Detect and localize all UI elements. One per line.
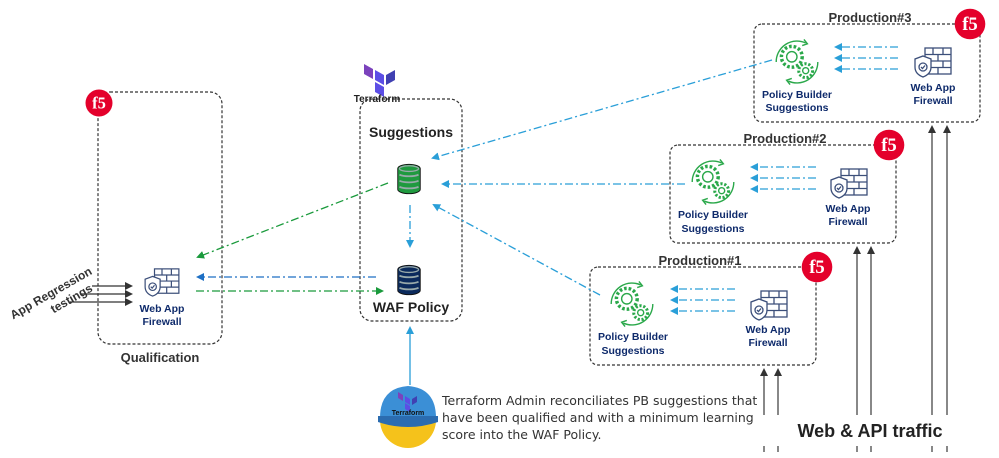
terraform-logo-icon bbox=[364, 64, 395, 97]
waf-icon-production-1 bbox=[750, 290, 788, 321]
traffic-label: Web & API traffic bbox=[775, 421, 965, 442]
qualification-box bbox=[97, 91, 223, 345]
flow-suggestions-to-qualification bbox=[196, 182, 389, 259]
production-3-pb-label-1: Policy Builder bbox=[761, 89, 833, 101]
qualification-waf-label-1: Web App bbox=[139, 303, 185, 315]
production-3-waf-label-1: Web App bbox=[910, 82, 956, 94]
terraform-box bbox=[359, 98, 463, 322]
flows-production-3 bbox=[834, 43, 898, 73]
gears-icon-production-3 bbox=[774, 37, 820, 87]
production-3-title: Production#3 bbox=[828, 10, 912, 25]
production-3-box bbox=[753, 23, 981, 123]
flows-production-2 bbox=[750, 163, 816, 193]
flow-production-1-to-suggestions bbox=[432, 204, 601, 296]
production-1-waf-label-2: Firewall bbox=[748, 337, 788, 349]
production-2-box bbox=[669, 144, 897, 244]
production-1-title: Production#1 bbox=[658, 253, 742, 268]
waf-icon-qualification bbox=[144, 268, 180, 297]
suggestions-db-icon bbox=[396, 163, 422, 195]
traffic-arrows bbox=[760, 125, 951, 452]
admin-note: Terraform Admin reconciliates PB suggest… bbox=[442, 392, 757, 443]
production-2-pb-label-2: Suggestions bbox=[681, 223, 745, 235]
admin-note-line-3: score into the WAF Policy. bbox=[442, 427, 602, 442]
waf-icon-production-3 bbox=[914, 47, 952, 78]
production-2-title: Production#2 bbox=[743, 131, 827, 146]
f5-logo-production-3 bbox=[954, 8, 986, 40]
regression-arrows bbox=[70, 282, 133, 306]
flow-production-3-to-suggestions bbox=[431, 59, 773, 161]
terraform-admin-avatar bbox=[378, 386, 438, 448]
production-2-waf-label-1: Web App bbox=[825, 203, 871, 215]
gears-icon-production-2 bbox=[690, 157, 736, 207]
production-3-waf-label-2: Firewall bbox=[913, 95, 953, 107]
admin-note-line-2: have been qualified and with a minimum l… bbox=[442, 410, 754, 425]
waf-policy-db-icon bbox=[396, 264, 422, 296]
flows-production-1 bbox=[670, 285, 735, 315]
production-1-box bbox=[589, 266, 817, 366]
waf-policy-title: WAF Policy bbox=[372, 299, 450, 315]
qualification-title: Qualification bbox=[120, 350, 200, 365]
production-1-pb-label-2: Suggestions bbox=[601, 345, 665, 357]
admin-note-line-1: Terraform Admin reconciliates PB suggest… bbox=[442, 393, 758, 408]
production-1-waf-label-1: Web App bbox=[745, 324, 791, 336]
f5-logo-production-1 bbox=[801, 251, 833, 283]
production-2-waf-label-2: Firewall bbox=[828, 216, 868, 228]
production-2-pb-label-1: Policy Builder bbox=[677, 209, 749, 221]
suggestions-title: Suggestions bbox=[368, 124, 453, 140]
production-1-pb-label-1: Policy Builder bbox=[597, 331, 669, 343]
f5-logo-production-2 bbox=[873, 129, 905, 161]
gears-icon-production-1 bbox=[609, 279, 655, 329]
waf-icon-production-2 bbox=[830, 168, 868, 199]
f5-logo-qualification bbox=[85, 89, 113, 117]
admin-cap-text: Terraform bbox=[391, 410, 425, 417]
terraform-logo-text: Terraform bbox=[353, 94, 401, 105]
qualification-waf-label-2: Firewall bbox=[142, 316, 182, 328]
production-3-pb-label-2: Suggestions bbox=[765, 102, 829, 114]
